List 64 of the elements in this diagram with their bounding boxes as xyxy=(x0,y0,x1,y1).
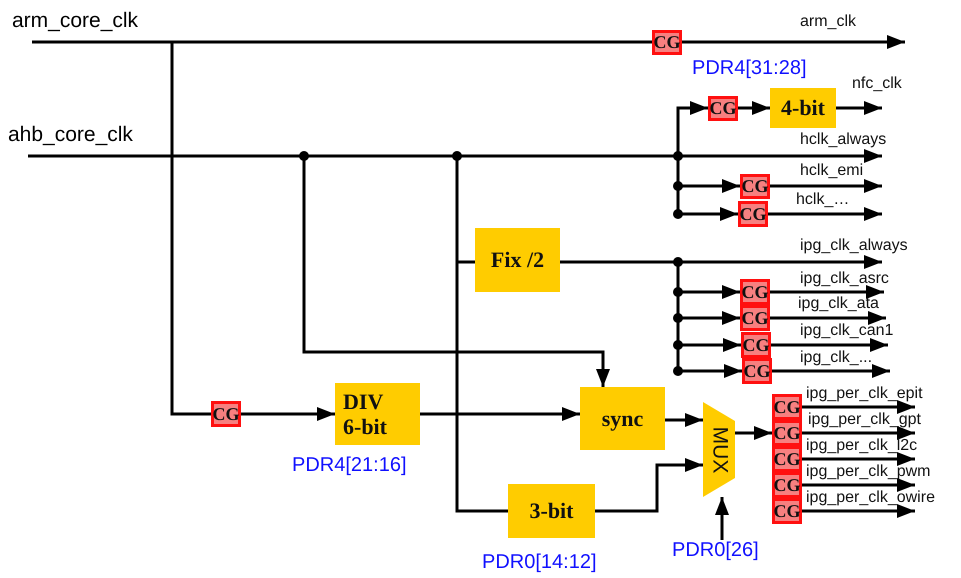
clock-gate-box: CG xyxy=(772,498,802,524)
arrow xyxy=(802,504,915,518)
logic-block: Fix /2 xyxy=(475,228,560,292)
clock-gate-box: CG xyxy=(708,96,738,121)
connector-line xyxy=(30,40,652,44)
clock-gate-box: CG xyxy=(740,305,770,331)
arrow xyxy=(771,338,888,352)
signal-name: ipg_per_clk_gpt xyxy=(808,412,921,428)
arrow xyxy=(770,311,886,325)
register-field-label: PDR0[26] xyxy=(672,540,778,564)
signal-name: ipg_per_clk_l2c xyxy=(806,438,918,454)
signal-name: nfc_clk xyxy=(852,76,902,92)
clock-gate-box: CG xyxy=(652,30,682,55)
arrow xyxy=(770,285,884,299)
clock-gate-box: CG xyxy=(772,394,802,420)
arrow xyxy=(802,478,915,492)
arrow xyxy=(665,413,703,427)
signal-name: ipg_per_clk_pwm xyxy=(806,464,931,480)
clock-gate-box: CG xyxy=(772,446,802,472)
arrow xyxy=(768,207,882,221)
logic-block: 4-bit xyxy=(770,88,836,128)
signal-name: arm_core_clk xyxy=(12,10,162,42)
clock-gate-box: CG xyxy=(740,174,770,199)
arrow xyxy=(735,426,772,440)
signal-name: ipg_clk_always xyxy=(800,238,908,254)
register-field-label: PDR4[31:28] xyxy=(692,58,807,78)
signal-name: ipg_per_clk_epit xyxy=(806,386,923,402)
arrow xyxy=(595,458,703,512)
logic-block: DIV 6-bit xyxy=(335,383,420,445)
signal-name: hclk_… xyxy=(796,192,850,208)
signal-name: ipg_clk_can1 xyxy=(800,323,894,339)
clock-gate-box: CG xyxy=(740,279,770,305)
clock-gate-box: CG xyxy=(772,472,802,498)
mux-label: MUX xyxy=(707,426,731,473)
signal-name: ipg_clk_... xyxy=(800,350,872,366)
arrow xyxy=(682,35,905,49)
signal-name: ipg_per_clk_owire xyxy=(806,490,935,506)
arrow xyxy=(420,407,580,421)
signal-name: ipg_clk_ata xyxy=(798,296,879,312)
arrow xyxy=(241,407,335,421)
arrow xyxy=(802,452,915,466)
connector-line xyxy=(162,40,211,416)
register-field-label: PDR4[21:16] xyxy=(292,455,407,475)
signal-name: hclk_emi xyxy=(800,163,864,179)
arrow xyxy=(770,179,882,193)
arrow xyxy=(836,101,882,115)
arrow xyxy=(802,426,915,440)
signal-name: arm_clk xyxy=(800,14,856,30)
logic-block: 3-bit xyxy=(508,484,595,538)
clock-gate-box: CG xyxy=(741,332,771,358)
clock-gate-box: CG xyxy=(742,358,772,384)
clock-gate-box: CG xyxy=(211,401,241,427)
signal-name: ahb_core_clk xyxy=(8,124,158,156)
arrow xyxy=(772,364,890,378)
arrow xyxy=(738,101,770,115)
clock-gate-box: CG xyxy=(772,420,802,446)
arrow xyxy=(715,497,729,540)
signal-name: hclk_always xyxy=(800,132,886,148)
arrow xyxy=(802,400,915,414)
register-field-label: PDR0[14:12] xyxy=(482,552,597,572)
multiplexer-trapezoid xyxy=(703,402,735,497)
clock-gate-box: CG xyxy=(738,201,768,227)
logic-block: sync xyxy=(580,387,665,450)
signal-name: ipg_clk_asrc xyxy=(800,271,889,287)
